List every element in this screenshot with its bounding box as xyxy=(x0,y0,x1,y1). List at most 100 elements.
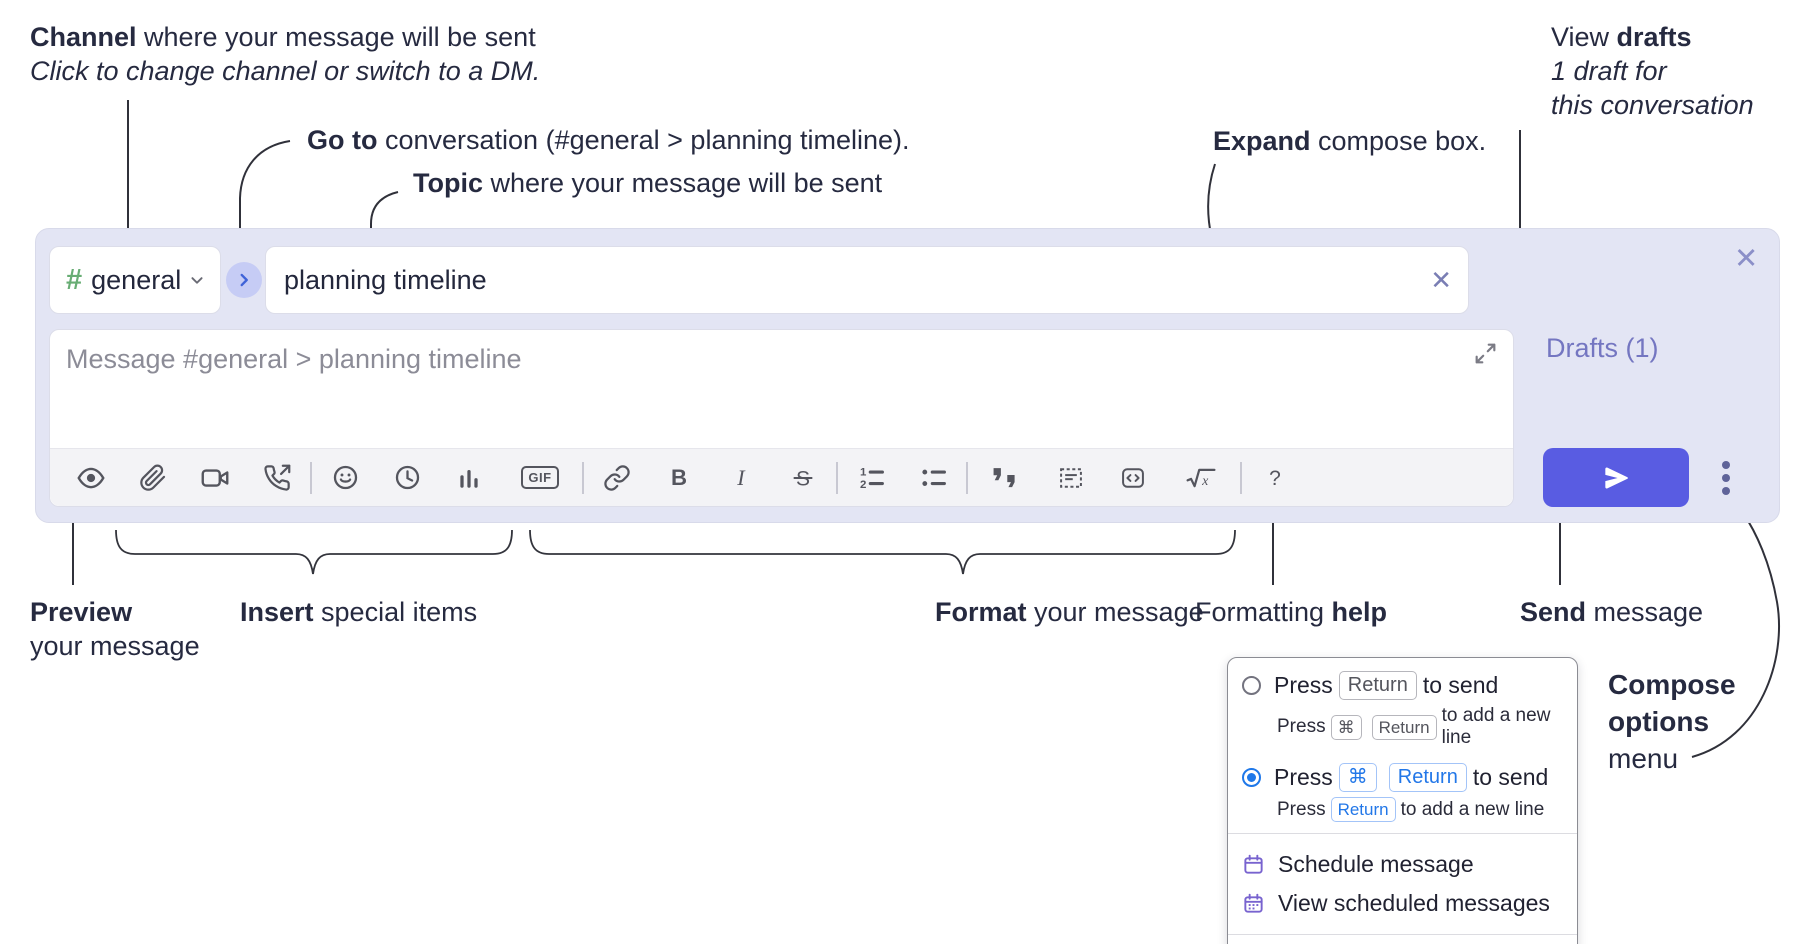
channel-annotation-line2: Click to change channel or switch to a D… xyxy=(30,56,541,86)
preview-message-button[interactable] xyxy=(74,461,108,495)
gif-icon: GIF xyxy=(521,466,559,489)
message-box: GIF B I xyxy=(49,329,1514,507)
channel-annotation: Channel where your message will be sent … xyxy=(30,22,541,86)
code-block-icon xyxy=(1060,467,1082,488)
compose-box-panel: # general ✕ ✕ Drafts (1) xyxy=(35,228,1780,523)
goto-conversation-button[interactable] xyxy=(226,262,262,298)
bulleted-list-icon xyxy=(921,469,946,486)
formula-button[interactable]: x xyxy=(1178,461,1224,495)
blockquote-button[interactable] xyxy=(984,461,1026,495)
send-option-return[interactable]: Press Return to send Press ⌘ Return to a… xyxy=(1242,671,1563,749)
svg-text:?: ? xyxy=(1269,467,1281,490)
drafts-link[interactable]: Drafts (1) xyxy=(1546,333,1659,363)
goto-connector-line xyxy=(239,140,291,241)
expand-annotation: Expand compose box. xyxy=(1213,126,1487,156)
italic-icon: I xyxy=(736,465,746,490)
ordered-list-icon: 1 2 xyxy=(860,467,884,491)
svg-text:I: I xyxy=(736,465,746,490)
audio-call-button[interactable] xyxy=(260,461,294,495)
dot xyxy=(1722,487,1730,495)
svg-text:S: S xyxy=(796,467,810,490)
paperclip-icon xyxy=(140,464,166,491)
emoji-button[interactable] xyxy=(328,461,362,495)
dot xyxy=(1722,461,1730,469)
return-key: Return xyxy=(1388,763,1467,792)
view-drafts-annotation: View drafts 1 draft for this conversatio… xyxy=(1551,22,1754,120)
toolbar-divider xyxy=(836,461,838,494)
italic-button[interactable]: I xyxy=(724,461,758,495)
menu-item-schedule-message[interactable]: Schedule message xyxy=(1242,845,1563,884)
cmd-key: ⌘ xyxy=(1330,714,1362,740)
menu-item-view-scheduled[interactable]: View scheduled messages xyxy=(1242,884,1563,923)
toolbar-divider xyxy=(582,461,584,494)
topic-input[interactable] xyxy=(282,263,1431,297)
compose-options-button[interactable] xyxy=(1722,461,1730,495)
question-mark-icon: ? xyxy=(1269,467,1281,490)
clock-icon xyxy=(395,465,419,490)
record-video-button[interactable] xyxy=(198,461,232,495)
send-option-cmd-return[interactable]: Press ⌘ Return to send Press Return to a… xyxy=(1242,763,1563,822)
send-paper-plane-icon xyxy=(1605,466,1628,489)
compose-options-menu: Press Return to send Press ⌘ Return to a… xyxy=(1227,657,1578,944)
insert-link-button[interactable] xyxy=(600,461,634,495)
toolbar-divider xyxy=(1240,461,1242,494)
chevron-right-icon xyxy=(240,273,248,287)
compose-toolbar: GIF B I xyxy=(50,448,1513,506)
return-key: Return xyxy=(1330,797,1396,822)
bold-icon: B xyxy=(671,465,687,490)
chevron-down-icon xyxy=(191,277,203,284)
sqrt-formula-icon: x xyxy=(1186,468,1216,489)
video-camera-icon xyxy=(201,468,229,487)
radio-selected[interactable] xyxy=(1242,768,1261,787)
code-block-button[interactable] xyxy=(1054,461,1088,495)
svg-text:x: x xyxy=(1201,474,1209,489)
preview-annotation: Preview your message xyxy=(30,597,200,661)
compose-options-annotation: Compose options menu xyxy=(1608,669,1736,774)
format-brace xyxy=(529,529,1236,575)
formatting-help-button[interactable]: ? xyxy=(1258,461,1292,495)
svg-text:2: 2 xyxy=(860,479,866,491)
calendar-grid-icon xyxy=(1244,893,1263,913)
return-key: Return xyxy=(1371,714,1437,740)
channel-selector[interactable]: # general xyxy=(49,246,221,314)
gif-button[interactable]: GIF xyxy=(514,461,566,495)
channel-name: general xyxy=(91,264,182,295)
bold-button[interactable]: B xyxy=(662,461,696,495)
calendar-icon xyxy=(1244,854,1263,874)
link-icon xyxy=(604,464,630,491)
clear-topic-icon[interactable]: ✕ xyxy=(1430,265,1452,295)
format-annotation: Format your message xyxy=(935,597,1204,627)
ordered-list-button[interactable]: 1 2 xyxy=(854,461,888,495)
inline-code-button[interactable] xyxy=(1116,461,1150,495)
menu-divider xyxy=(1228,934,1577,935)
topic-annotation: Topic where your message will be sent xyxy=(413,168,883,198)
channel-annotation-bold: Channel xyxy=(30,22,137,52)
bar-chart-icon xyxy=(460,469,478,488)
attach-file-button[interactable] xyxy=(136,461,170,495)
bulleted-list-button[interactable] xyxy=(916,461,950,495)
inline-code-icon xyxy=(1122,467,1144,488)
expand-compose-icon[interactable] xyxy=(1472,340,1499,367)
svg-text:1: 1 xyxy=(860,467,867,479)
toolbar-divider xyxy=(966,461,968,494)
dot xyxy=(1722,474,1730,482)
close-icon[interactable]: ✕ xyxy=(1734,243,1759,275)
send-button[interactable] xyxy=(1543,448,1689,507)
phone-outgoing-icon xyxy=(264,464,291,491)
strikethrough-button[interactable]: S xyxy=(786,461,820,495)
svg-text:B: B xyxy=(671,465,687,490)
topic-field: ✕ xyxy=(265,246,1469,314)
insert-brace xyxy=(115,529,513,575)
cmd-key: ⌘ xyxy=(1338,763,1377,792)
radio-unselected[interactable] xyxy=(1242,676,1261,695)
goto-annotation: Go to conversation (#general > planning … xyxy=(307,125,910,155)
recent-items-button[interactable] xyxy=(390,461,424,495)
menu-divider xyxy=(1228,833,1577,834)
create-poll-button[interactable] xyxy=(452,461,486,495)
message-input[interactable] xyxy=(64,342,1348,446)
formatting-help-annotation: Formatting help xyxy=(1195,597,1388,627)
toolbar-divider xyxy=(310,461,312,494)
eye-icon xyxy=(77,467,105,488)
send-annotation: Send message xyxy=(1520,597,1704,627)
